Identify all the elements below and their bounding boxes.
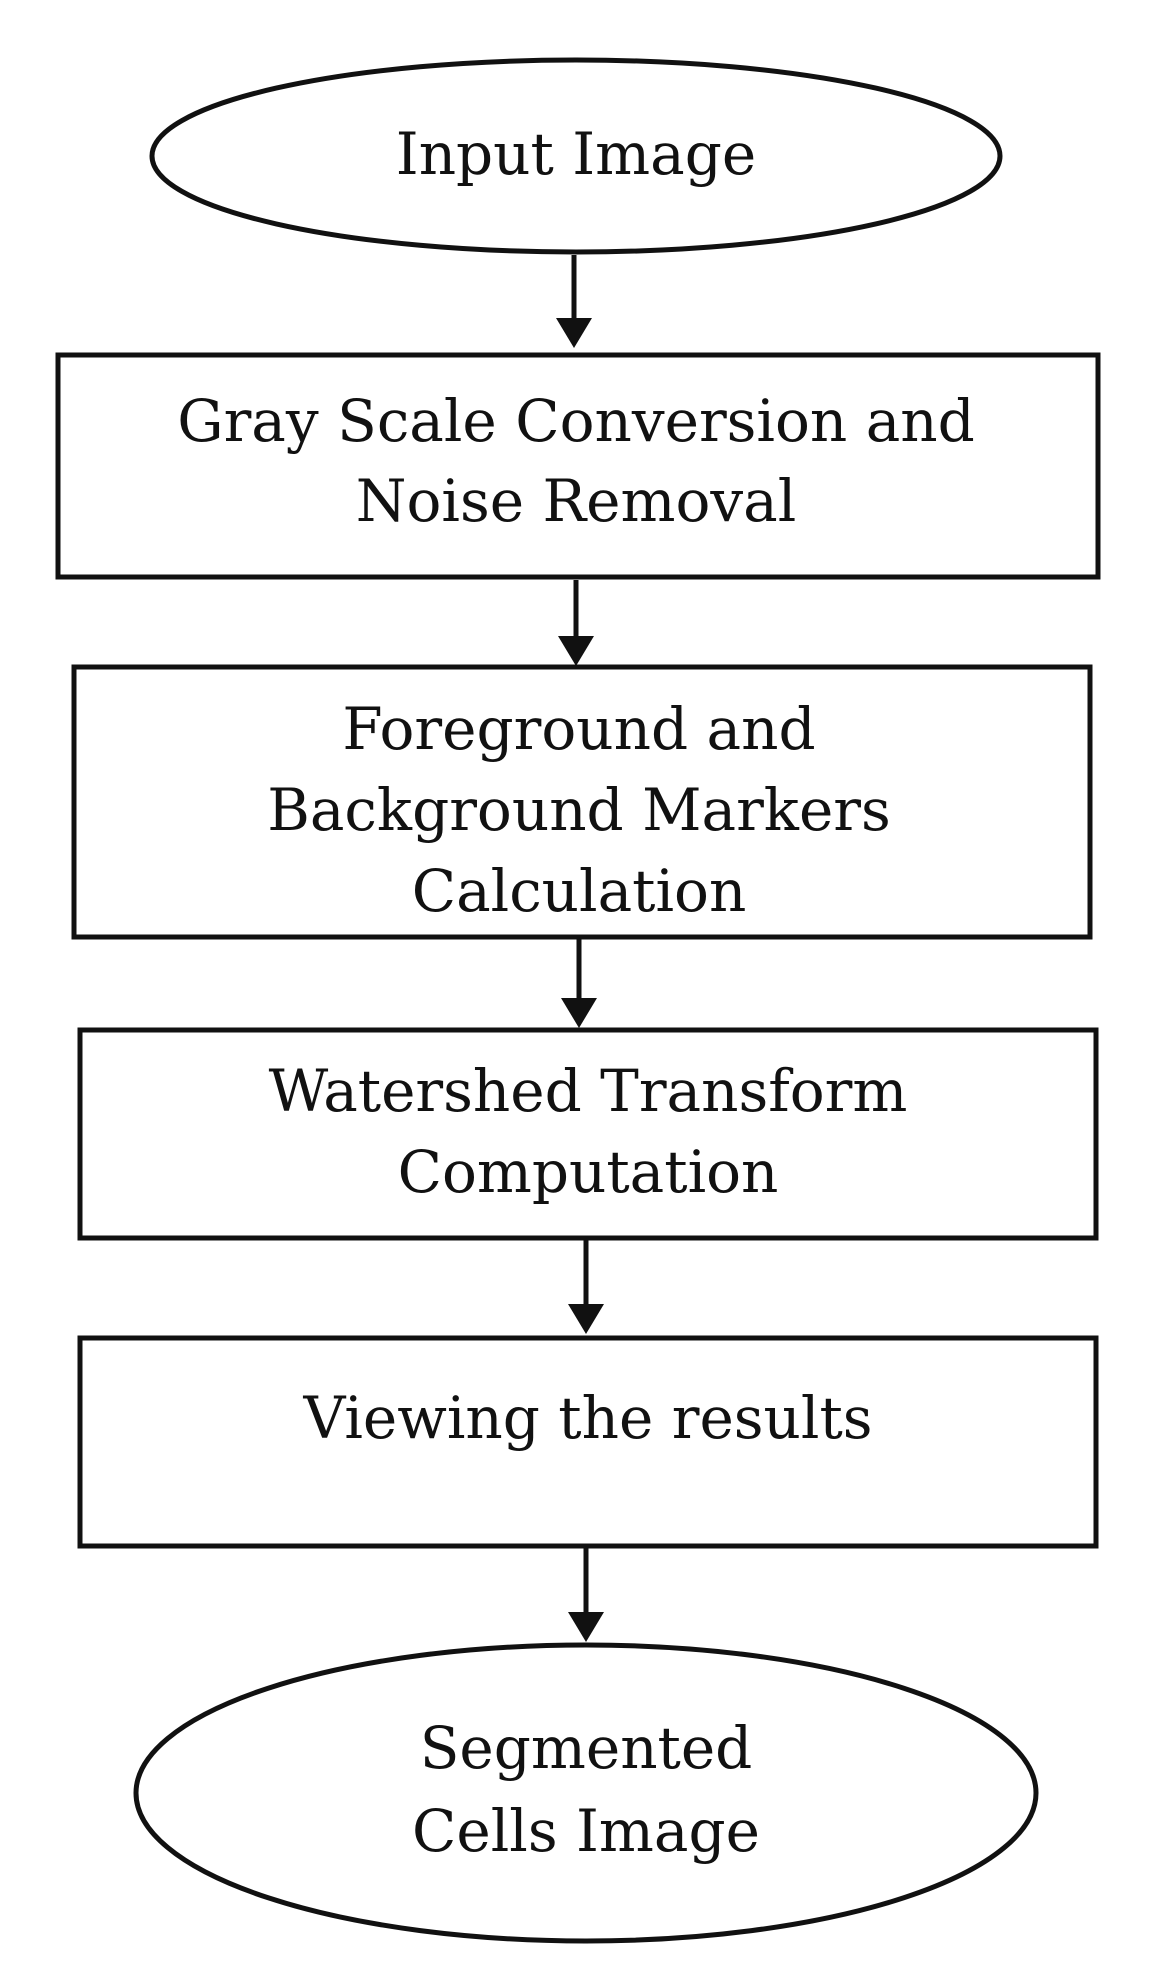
edge-markers-to-watershed [561,939,597,1028]
node-markers-line-3: Calculation [412,857,747,925]
end-ellipse [133,1642,1039,1944]
node-gray-scale-line-2: Noise Removal [356,467,797,535]
node-input-image: Input Image [149,57,1003,255]
node-gray-scale-line-1: Gray Scale Conversion and [177,387,975,455]
node-input-image-line-1: Input Image [396,120,756,188]
process-box [77,1027,1099,1241]
node-markers-line-2: Background Markers [267,776,891,844]
start-ellipse [149,57,1003,255]
process-box [71,664,1093,940]
edge-input-to-grayscale [556,255,592,348]
node-viewing-results: Viewing the results [77,1335,1099,1549]
node-watershed-line-1: Watershed Transform [269,1057,908,1125]
edge-viewing-to-segmented [568,1548,604,1642]
node-markers-line-1: Foreground and [342,695,815,763]
node-segmented-line-2: Cells Image [412,1797,760,1865]
node-markers-calculation: Foreground and Background Markers Calcul… [71,664,1093,940]
node-gray-scale-conversion: Gray Scale Conversion and Noise Removal [55,352,1101,580]
edge-watershed-to-viewing [568,1240,604,1334]
node-segmented-line-1: Segmented [420,1714,753,1782]
node-viewing-line-1: Viewing the results [302,1384,872,1452]
process-box [55,352,1101,580]
node-watershed-line-2: Computation [398,1138,779,1206]
edge-grayscale-to-markers [558,580,594,666]
node-segmented-cells-image: Segmented Cells Image [133,1642,1039,1944]
process-box [77,1335,1099,1549]
node-watershed-transform: Watershed Transform Computation [77,1027,1099,1241]
